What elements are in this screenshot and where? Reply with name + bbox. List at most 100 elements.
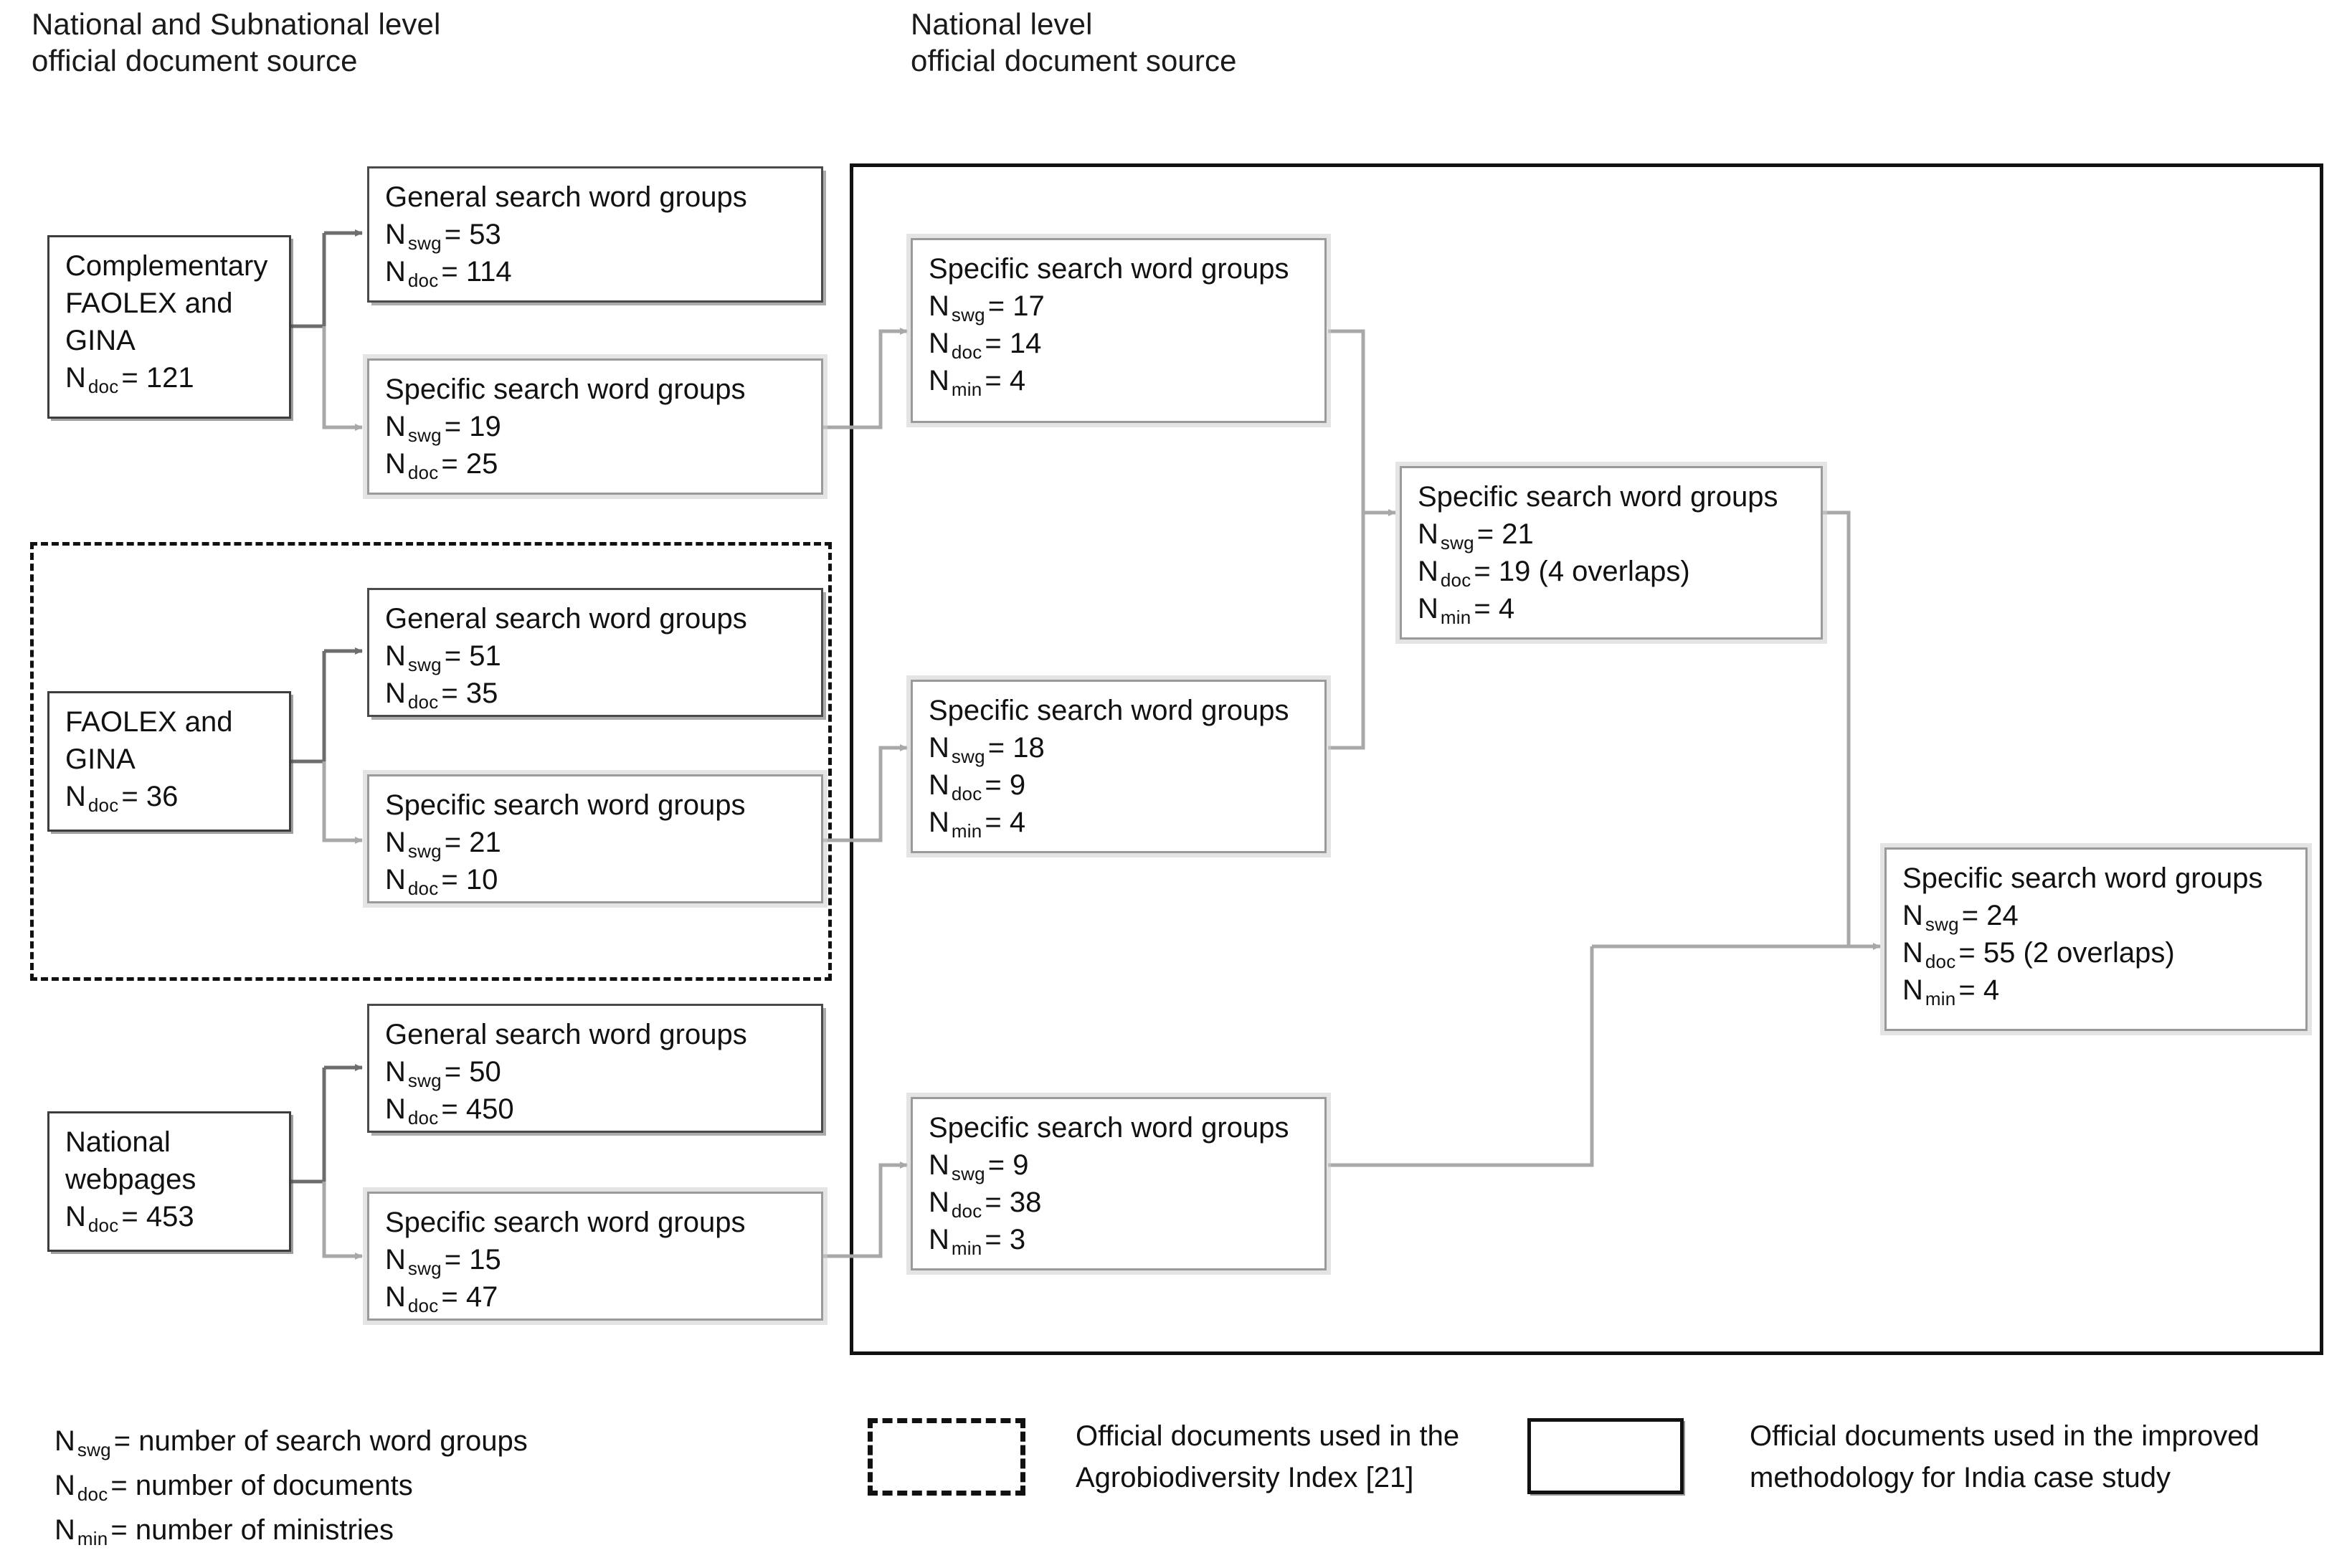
subscript-min: min bbox=[951, 379, 982, 400]
legend-swatch-solid bbox=[1527, 1418, 1684, 1494]
node-title: Specific search word groups bbox=[385, 1207, 746, 1238]
subscript-swg: swg bbox=[407, 424, 442, 446]
subscript-swg: swg bbox=[1925, 913, 1959, 935]
subscript-swg: swg bbox=[407, 1070, 442, 1091]
node-title: Specific search word groups bbox=[929, 253, 1289, 285]
node-title: Specific search word groups bbox=[929, 695, 1289, 726]
subscript-doc: doc bbox=[951, 783, 982, 804]
subscript-min: min bbox=[951, 1237, 982, 1259]
subscript-doc: doc bbox=[407, 270, 439, 291]
column-header-right: National level official document source bbox=[911, 7, 1237, 78]
subscript-swg: swg bbox=[407, 654, 442, 675]
subscript-doc: doc bbox=[951, 1200, 982, 1222]
node-line2: FAOLEX and bbox=[65, 288, 233, 319]
subscript-swg: swg bbox=[951, 304, 985, 326]
subscript-doc: doc bbox=[87, 794, 119, 816]
subscript-swg: swg bbox=[77, 1439, 111, 1460]
node-title: Complementary bbox=[65, 250, 268, 282]
subscript-swg: swg bbox=[407, 1258, 442, 1279]
node-title: National bbox=[65, 1126, 171, 1158]
node-title: FAOLEX and bbox=[65, 706, 233, 738]
subscript-doc: doc bbox=[1925, 951, 1956, 972]
subscript-doc: doc bbox=[77, 1483, 108, 1505]
legend-label-agrobiodiversity-index: Official documents used in the Agrobiodi… bbox=[1076, 1420, 1460, 1493]
node-title: Specific search word groups bbox=[1902, 863, 2263, 894]
subscript-doc: doc bbox=[407, 878, 439, 899]
subscript-doc: doc bbox=[407, 1295, 439, 1316]
subscript-doc: doc bbox=[87, 1215, 119, 1236]
node-title: General search word groups bbox=[385, 181, 747, 213]
node-line3: GINA bbox=[65, 325, 136, 356]
subscript-swg: swg bbox=[407, 840, 442, 862]
legend-swatch-dashed bbox=[868, 1418, 1025, 1496]
node-line2: webpages bbox=[65, 1164, 196, 1195]
node-line2: GINA bbox=[65, 743, 136, 775]
subscript-doc: doc bbox=[951, 341, 982, 363]
node-title: General search word groups bbox=[385, 603, 747, 635]
subscript-min: min bbox=[951, 820, 982, 842]
subscript-min: min bbox=[1440, 607, 1471, 628]
node-title: Specific search word groups bbox=[385, 374, 746, 405]
node-title: Specific search word groups bbox=[1418, 481, 1778, 513]
subscript-swg: swg bbox=[951, 1163, 985, 1184]
node-title: General search word groups bbox=[385, 1019, 747, 1050]
node-title: Specific search word groups bbox=[385, 789, 746, 821]
subscript-min: min bbox=[1925, 988, 1956, 1009]
subscript-swg: swg bbox=[951, 746, 985, 767]
legend-label-improved-methodology: Official documents used in the improved … bbox=[1750, 1420, 2259, 1493]
subscript-swg: swg bbox=[407, 232, 442, 254]
subscript-doc: doc bbox=[407, 691, 439, 713]
subscript-doc: doc bbox=[407, 1107, 439, 1129]
subscript-swg: swg bbox=[1440, 532, 1474, 553]
column-header-left: National and Subnational level official … bbox=[32, 7, 441, 78]
node-title: Specific search word groups bbox=[929, 1112, 1289, 1144]
subscript-doc: doc bbox=[87, 376, 119, 397]
subscript-doc: doc bbox=[1440, 569, 1471, 591]
